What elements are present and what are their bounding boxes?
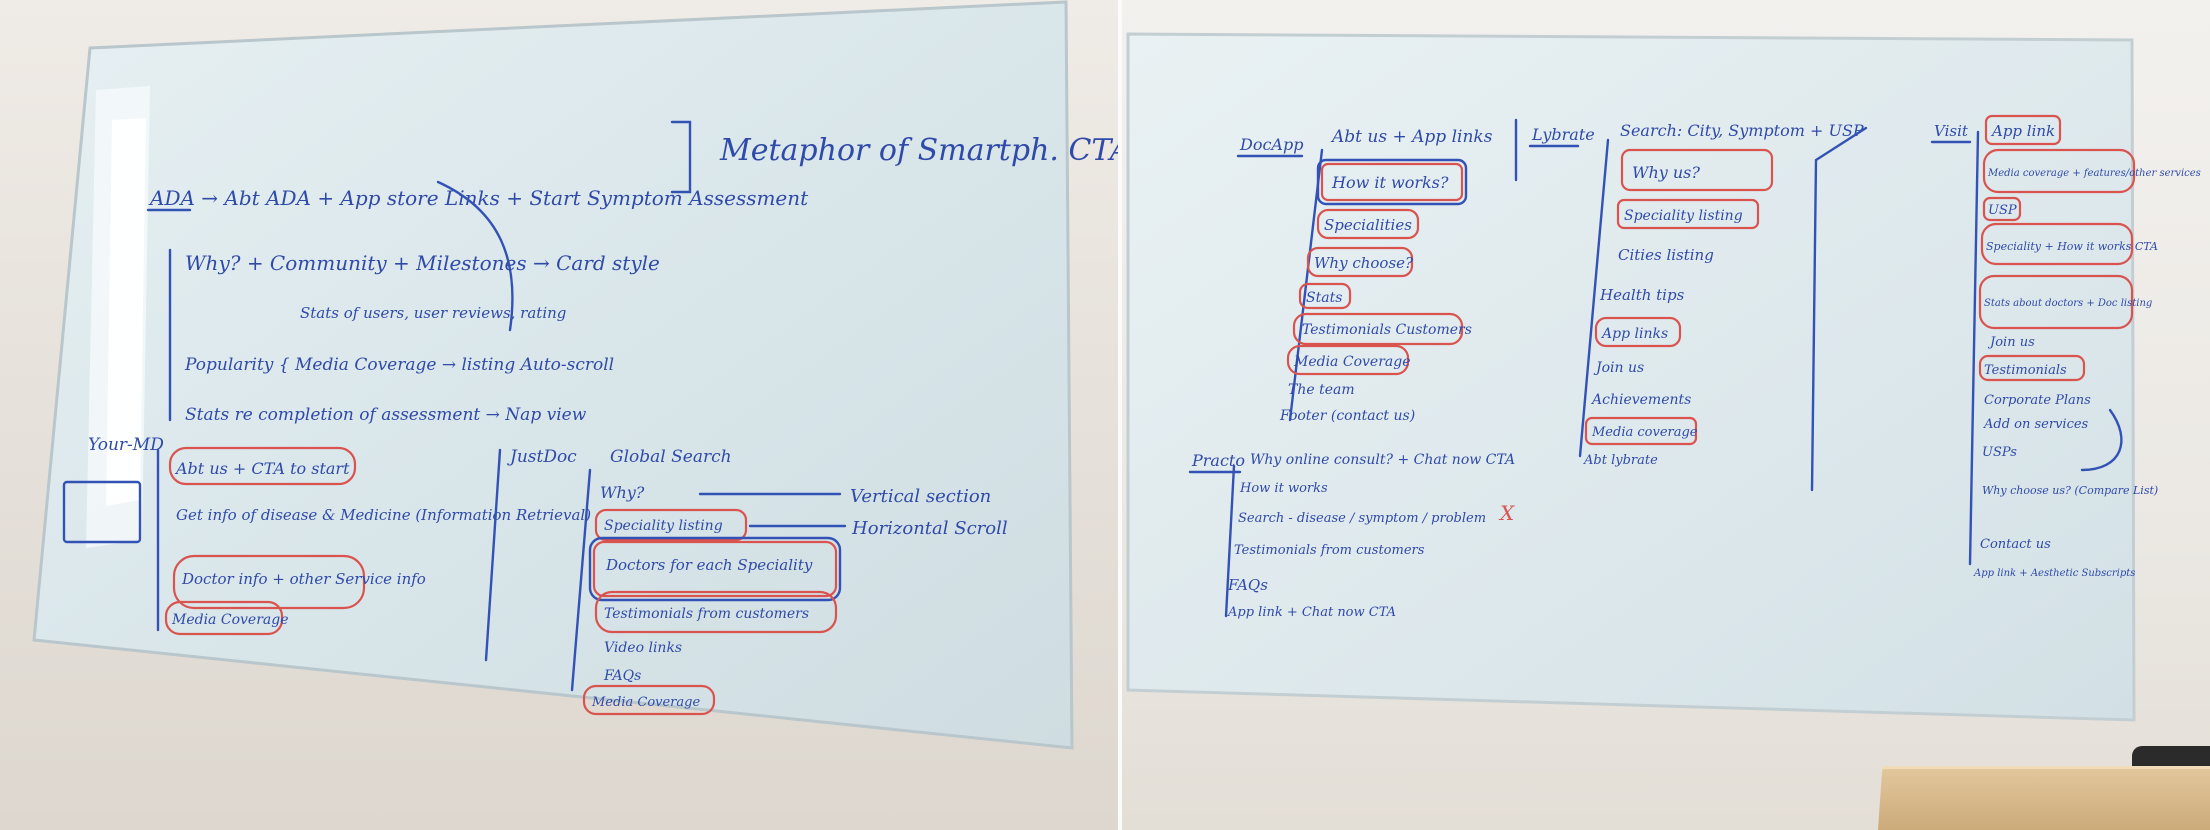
lybrate-item-1: Speciality listing [1624,208,1743,224]
vertical-section: Vertical section [850,486,991,507]
left-photo: ADA → Abt ADA + App store Links + Start … [0,0,1118,830]
ada-line: ADA → Abt ADA + App store Links + Start … [148,186,809,210]
justdoc-item-4: Testimonials from customers [604,606,809,622]
practo-label: Practo [1191,451,1245,470]
lybrate-label: Lybrate [1531,125,1595,144]
docapp-label: DocApp [1239,135,1303,154]
stats-users: Stats of users, user reviews, rating [300,304,566,322]
justdoc-item-5: Video links [604,640,682,656]
yourmd-item-3: Media Coverage [171,612,288,628]
justdoc-item-3: Doctors for each Speciality [605,556,813,574]
lybrate-item-3: Health tips [1599,286,1685,304]
lybrate-item-8: Abt lybrate [1583,453,1658,468]
yourmd-label: Your-MD [88,435,164,455]
docapp-item-3: Stats [1306,290,1342,306]
lybrate-item-4: App links [1600,326,1668,342]
justdoc-label: JustDoc [507,447,577,467]
visit-item-5: Join us [1987,335,2035,350]
visit-item-6: Testimonials [1984,363,2067,378]
visit-item-4: Stats about doctors + Doc listing [1984,298,2152,309]
practo-cross: X [1498,501,1515,525]
popularity-line: Popularity { Media Coverage → listing Au… [184,355,614,375]
visit-item-9: USPs [1982,445,2017,460]
lybrate-item-2: Cities listing [1618,246,1714,264]
docapp-item-6: The team [1288,382,1355,398]
desk [1877,766,2210,830]
visit-item-2: USP [1988,203,2017,218]
photo-divider [1118,0,1122,830]
stats-completion-line: Stats re completion of assessment → Nap … [185,405,587,425]
visit-item-1: Media coverage + features/other services [1987,168,2201,179]
visit-item-0: App link [1990,122,2055,140]
yourmd-item-0: Abt us + CTA to start [174,459,350,478]
practo-item-3: Testimonials from customers [1234,543,1425,558]
visit-item-11: Contact us [1980,537,2051,552]
why-line: Why? + Community + Milestones → Card sty… [185,251,660,275]
right-photo: DocApp Abt us + App links How it works? … [1122,0,2210,830]
docapp-item-5: Media Coverage [1293,354,1410,370]
docapp-item-1: Specialities [1324,216,1412,234]
docapp-item-0: How it works? [1331,173,1449,192]
horizontal-scroll: Horizontal Scroll [851,518,1008,539]
yourmd-item-2: Doctor info + other Service info [181,570,426,588]
docapp-head: Abt us + App links [1330,127,1493,147]
visit-label: Visit [1934,122,1969,140]
visit-item-10: Why choose us? (Compare List) [1982,484,2158,497]
justdoc-item-2: Speciality listing [604,518,723,534]
docapp-item-4: Testimonials Customers [1302,322,1472,338]
lybrate-item-6: Achievements [1590,392,1691,408]
practo-item-4: FAQs [1227,576,1268,594]
visit-item-8: Add on services [1983,417,2089,432]
metaphor-text: Metaphor of Smartph. CTA [719,133,1118,168]
phone-sketch [62,480,142,544]
yourmd-item-1: Get info of disease & Medicine (Informat… [176,506,591,524]
lybrate-item-0: Why us? [1632,163,1700,182]
practo-item-5: App link + Chat now CTA [1227,605,1396,620]
justdoc-item-1: Why? [600,483,645,502]
justdoc-item-0: Global Search [610,447,732,467]
practo-item-0: Why online consult? + Chat now CTA [1250,452,1515,468]
docapp-item-2: Why choose? [1314,254,1414,272]
right-whiteboard: DocApp Abt us + App links How it works? … [1126,32,2201,722]
lybrate-item-7: Media coverage [1591,425,1698,440]
left-whiteboard: ADA → Abt ADA + App store Links + Start … [32,0,1118,750]
docapp-item-7: Footer (contact us) [1279,408,1415,424]
visit-item-12: App link + Aesthetic Subscripts [1973,568,2135,579]
practo-item-2: Search - disease / symptom / problem [1238,511,1486,526]
visit-item-7: Corporate Plans [1984,393,2091,408]
justdoc-item-6: FAQs [603,668,641,684]
justdoc-item-7: Media Coverage [591,695,700,710]
lybrate-item-5: Join us [1593,360,1644,376]
lybrate-head: Search: City, Symptom + USP [1620,121,1864,140]
left-board-surface [32,0,1074,750]
practo-item-1: How it works [1239,481,1328,496]
right-board-surface [1126,32,2136,722]
visit-item-3: Speciality + How it works CTA [1986,240,2158,253]
